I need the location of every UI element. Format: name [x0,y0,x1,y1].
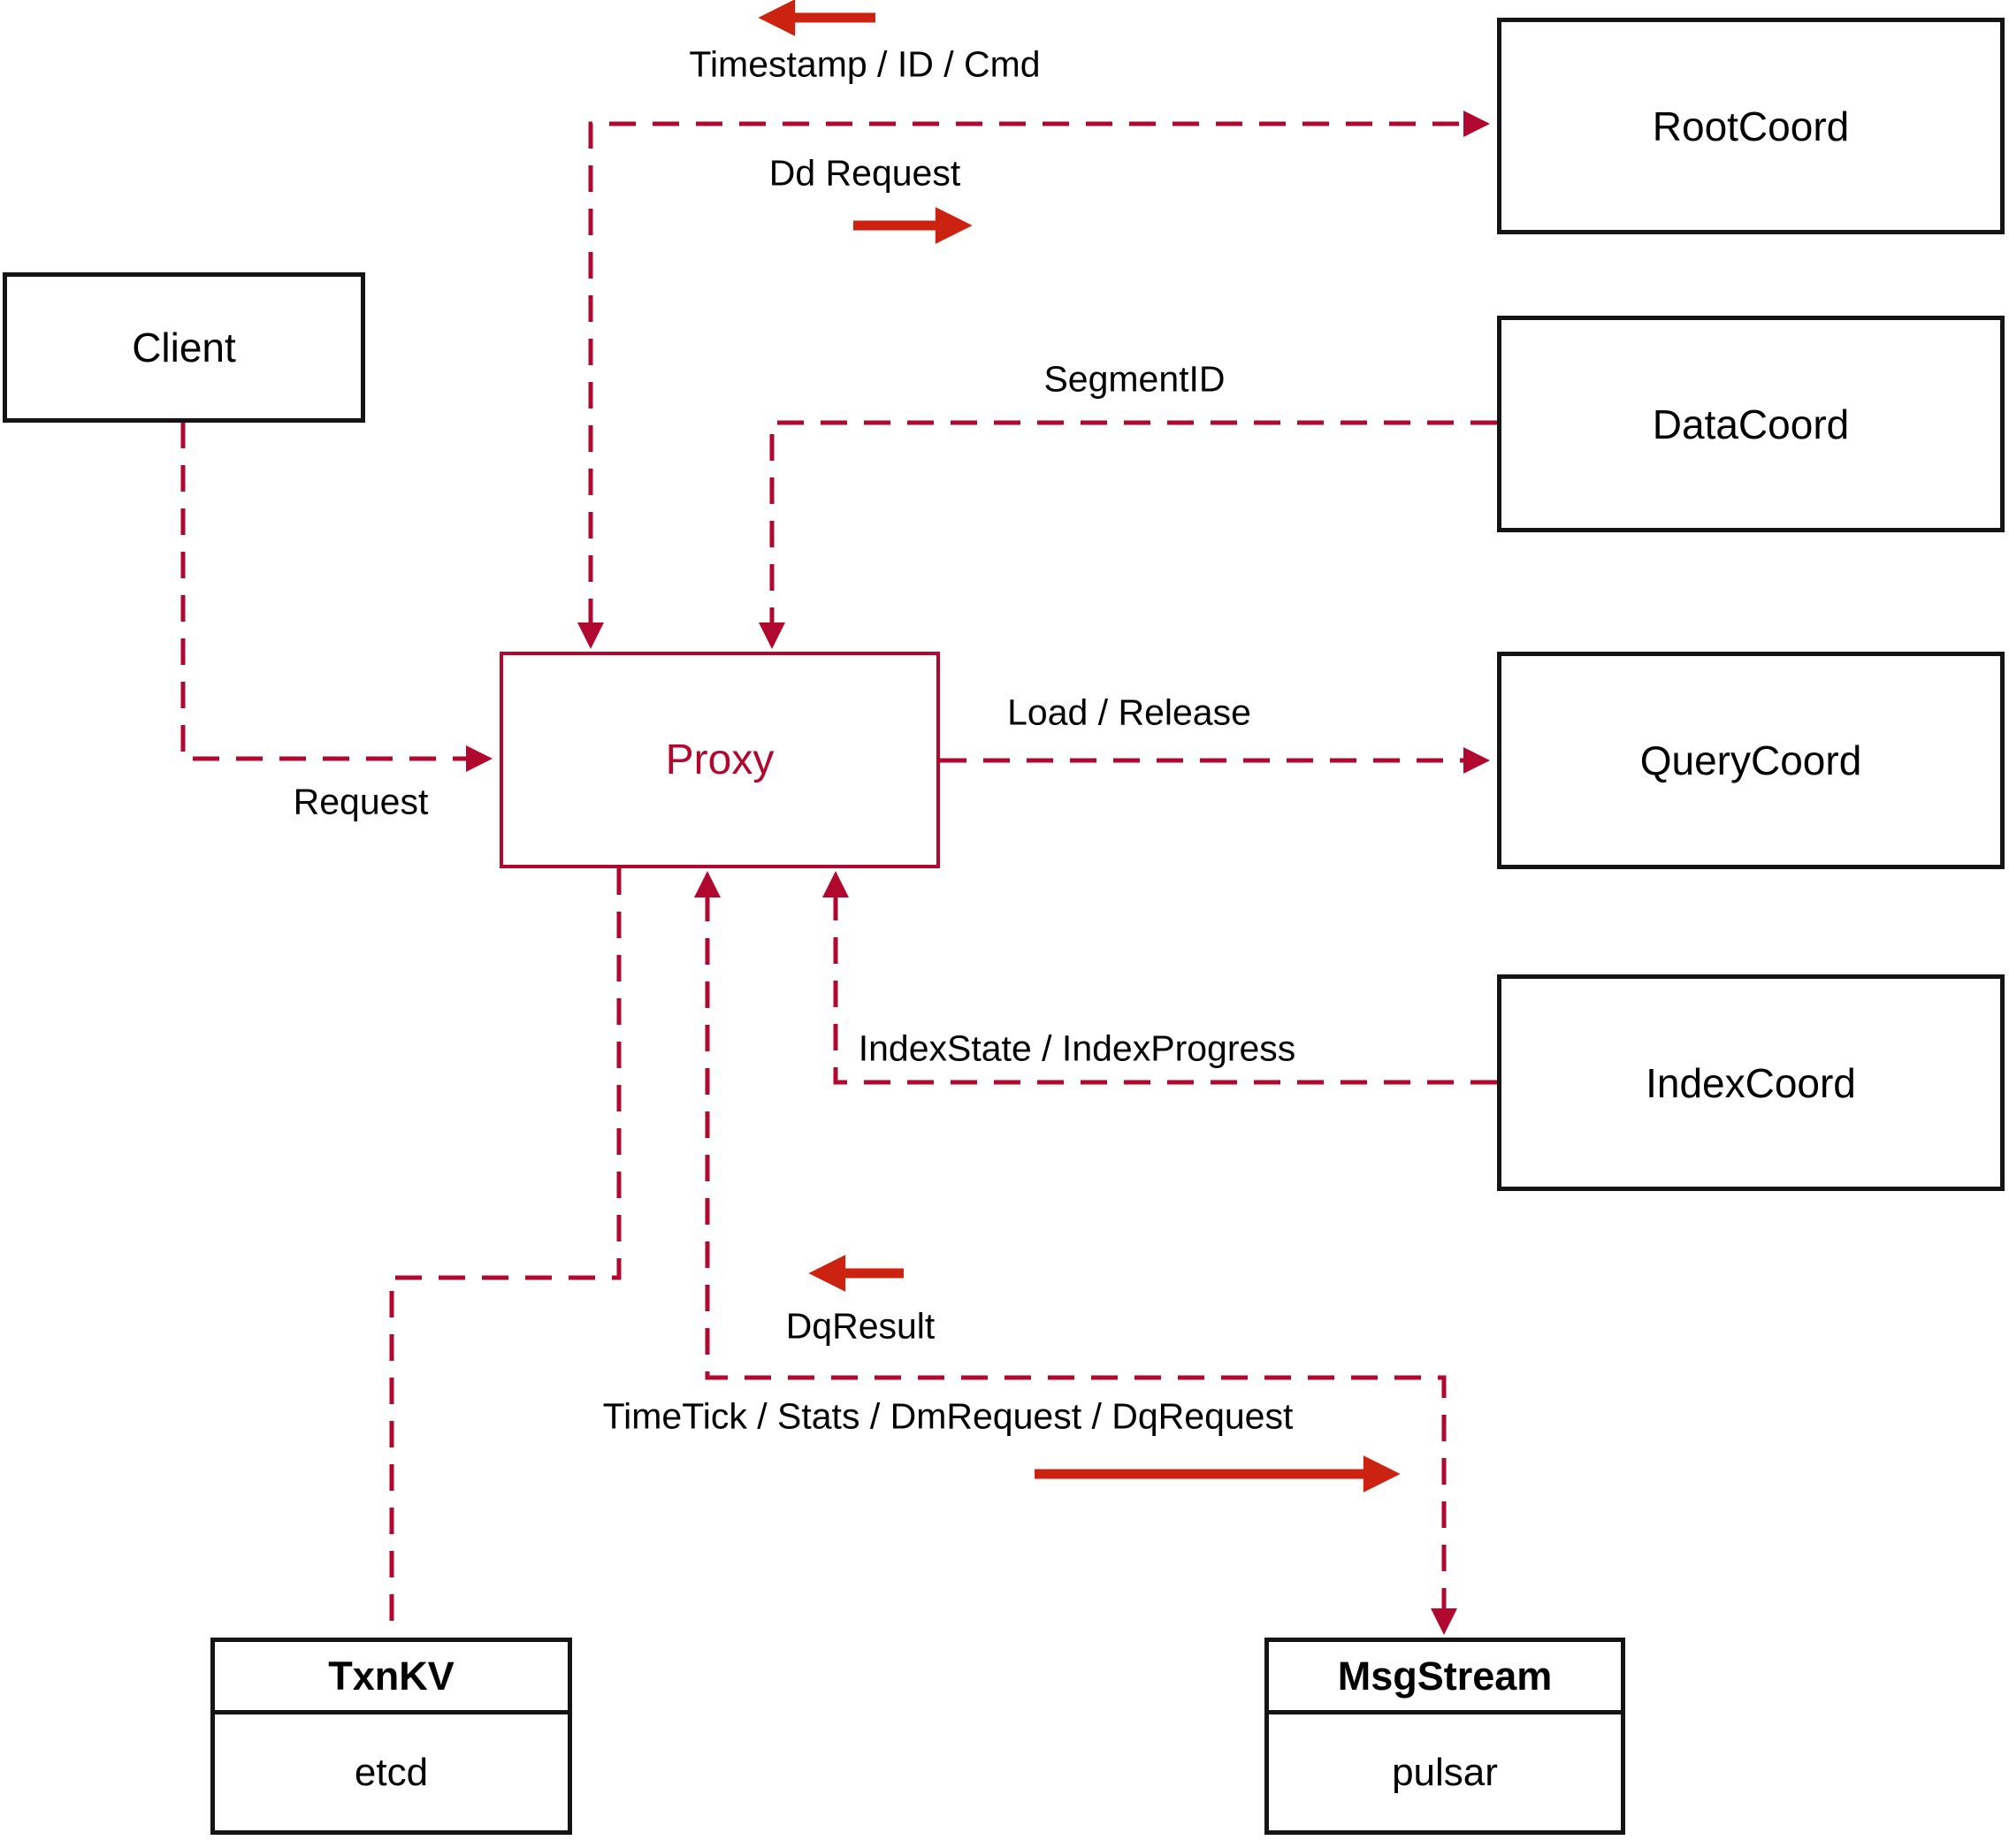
rootcoord-label: RootCoord [1652,103,1850,149]
txnkv-title: TxnKV [215,1642,568,1714]
txnkv-subtitle: etcd [354,1750,429,1794]
edge-label-request: Request [293,781,429,822]
edge-label-timetick: TimeTick / Stats / DmRequest / DqRequest [602,1395,1294,1437]
edge-label-segment-id: SegmentID [1043,358,1226,400]
client-node: Client [3,272,365,423]
datacoord-label: DataCoord [1652,401,1850,447]
edge-proxy-rootcoord [577,111,1490,649]
querycoord-node: QueryCoord [1497,652,2005,869]
client-label: Client [132,325,236,370]
querycoord-label: QueryCoord [1639,737,1862,783]
edge-label-dq-result: DqResult [785,1305,936,1347]
proxy-label: Proxy [665,737,775,783]
msgstream-node: MsgStream pulsar [1264,1638,1625,1835]
msgstream-subtitle: pulsar [1392,1750,1498,1794]
txnkv-node: TxnKV etcd [210,1638,572,1835]
edge-proxy-txnkv [389,868,622,1638]
edge-client-to-proxy [180,422,493,772]
rootcoord-node: RootCoord [1497,18,2005,234]
datacoord-node: DataCoord [1497,316,2005,532]
edge-label-index-state: IndexState / IndexProgress [858,1027,1296,1069]
indexcoord-label: IndexCoord [1646,1059,1856,1106]
edge-label-timestamp: Timestamp / ID / Cmd [689,43,1041,85]
edge-datacoord-to-proxy [759,420,1497,649]
edge-label-load-release: Load / Release [1007,691,1251,733]
msgstream-title: MsgStream [1269,1642,1621,1714]
proxy-node: Proxy [500,652,940,868]
edge-label-dd-request: Dd Request [768,152,961,194]
indexcoord-node: IndexCoord [1497,974,2005,1191]
edge-proxy-msgstream [694,871,1457,1635]
